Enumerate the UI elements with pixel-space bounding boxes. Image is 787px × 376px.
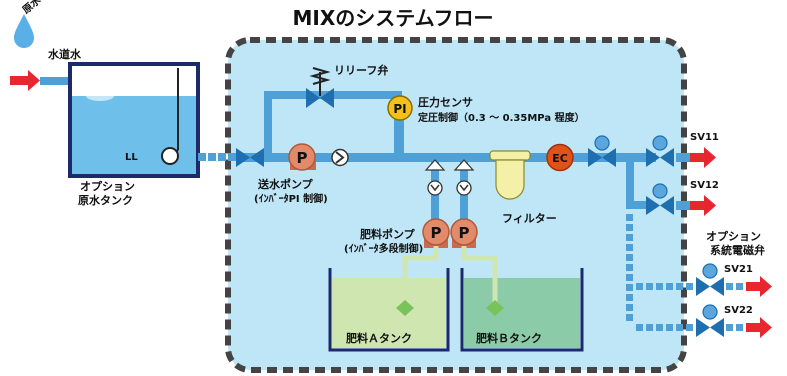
ec-sensor-symbol: EC xyxy=(552,152,568,165)
filter-label: フィルター xyxy=(502,212,557,225)
fertilizer-tank-b xyxy=(460,268,584,352)
sv21-label: SV21 xyxy=(724,264,753,275)
supply-pump-label-1: 送水ポンプ xyxy=(257,177,314,191)
water-drop-icon xyxy=(14,14,34,48)
option-solenoid-label-2: 系統電磁弁 xyxy=(710,243,765,257)
tap-water-label: 水道水 xyxy=(48,47,82,61)
pressure-sensor-label-2: 定圧制御（0.3 ～ 0.35MPa 程度） xyxy=(418,111,585,124)
fertilizer-tank-a xyxy=(328,268,450,352)
pressure-sensor-label-1: 圧力センサ xyxy=(418,95,473,109)
valve-sv22-icon xyxy=(696,304,724,337)
inlet-valve-icon xyxy=(236,148,264,167)
option-solenoid-label-1: オプション xyxy=(706,229,761,243)
sv11-label: SV11 xyxy=(690,132,719,143)
option-branch-pipe xyxy=(626,214,743,331)
relief-valve-label: リリーフ弁 xyxy=(334,63,388,77)
ec-sensor-icon: EC xyxy=(546,143,574,172)
diagram-title: MIXのシステムフロー xyxy=(293,6,494,30)
sv12-branch-pipe xyxy=(626,162,650,209)
supply-pump-label-2: (ｲﾝﾊﾞｰﾀPI 制御) xyxy=(254,192,328,205)
sv12-label: SV12 xyxy=(690,180,719,191)
relief-valve-icon xyxy=(306,67,334,108)
valve-sv11-icon xyxy=(646,135,674,167)
suction-line-a xyxy=(402,246,439,305)
pressure-sensor-icon: PI xyxy=(387,95,413,154)
pressure-sensor-symbol: PI xyxy=(393,102,406,116)
suction-line-b xyxy=(461,246,498,305)
tank-outlet-pipe xyxy=(198,153,236,161)
level-switch-label: LL xyxy=(125,152,138,163)
inlet-arrow xyxy=(10,70,40,91)
fertilizer-pump-a-icon: P xyxy=(422,218,450,248)
outlet-arrow-sv11 xyxy=(676,147,716,168)
valve-sv12-icon xyxy=(646,183,674,215)
valve-inline-icon xyxy=(588,135,616,167)
outlet-arrow-sv21 xyxy=(746,276,772,297)
raw-tank-label-1: オプション xyxy=(80,179,135,193)
strainer-a-icon xyxy=(396,300,414,316)
fertilizer-pump-b-symbol: P xyxy=(459,224,470,242)
fertilizer-injection-lines xyxy=(424,159,475,222)
tank-b-label: 肥料Ｂタンク xyxy=(476,331,542,345)
raw-water-tank xyxy=(68,62,200,178)
outlet-arrow-sv22 xyxy=(746,317,772,338)
valve-sv21-icon xyxy=(696,263,724,296)
outlet-arrow-sv12 xyxy=(676,195,716,216)
strainer-b-icon xyxy=(486,300,504,316)
fertilizer-pump-b-icon: P xyxy=(450,218,478,248)
check-valve-icon xyxy=(331,148,349,167)
supply-pump-symbol: P xyxy=(297,149,308,167)
fertilizer-pump-label-2: (ｲﾝﾊﾞｰﾀ多段制御) xyxy=(344,242,423,255)
sv22-label: SV22 xyxy=(724,305,753,316)
fertilizer-pump-a-symbol: P xyxy=(431,224,442,242)
filter-icon xyxy=(489,150,531,200)
system-panel xyxy=(225,37,687,373)
raw-tank-label-2: 原水タンク xyxy=(78,193,133,207)
tank-a-label: 肥料Ａタンク xyxy=(346,331,412,345)
source-water-label: 原水 xyxy=(20,0,44,16)
fertilizer-pump-label-1: 肥料ポンプ xyxy=(360,227,416,241)
inlet-pipe xyxy=(40,77,80,85)
main-pipe xyxy=(236,153,656,162)
supply-pump-icon: P xyxy=(288,143,316,171)
